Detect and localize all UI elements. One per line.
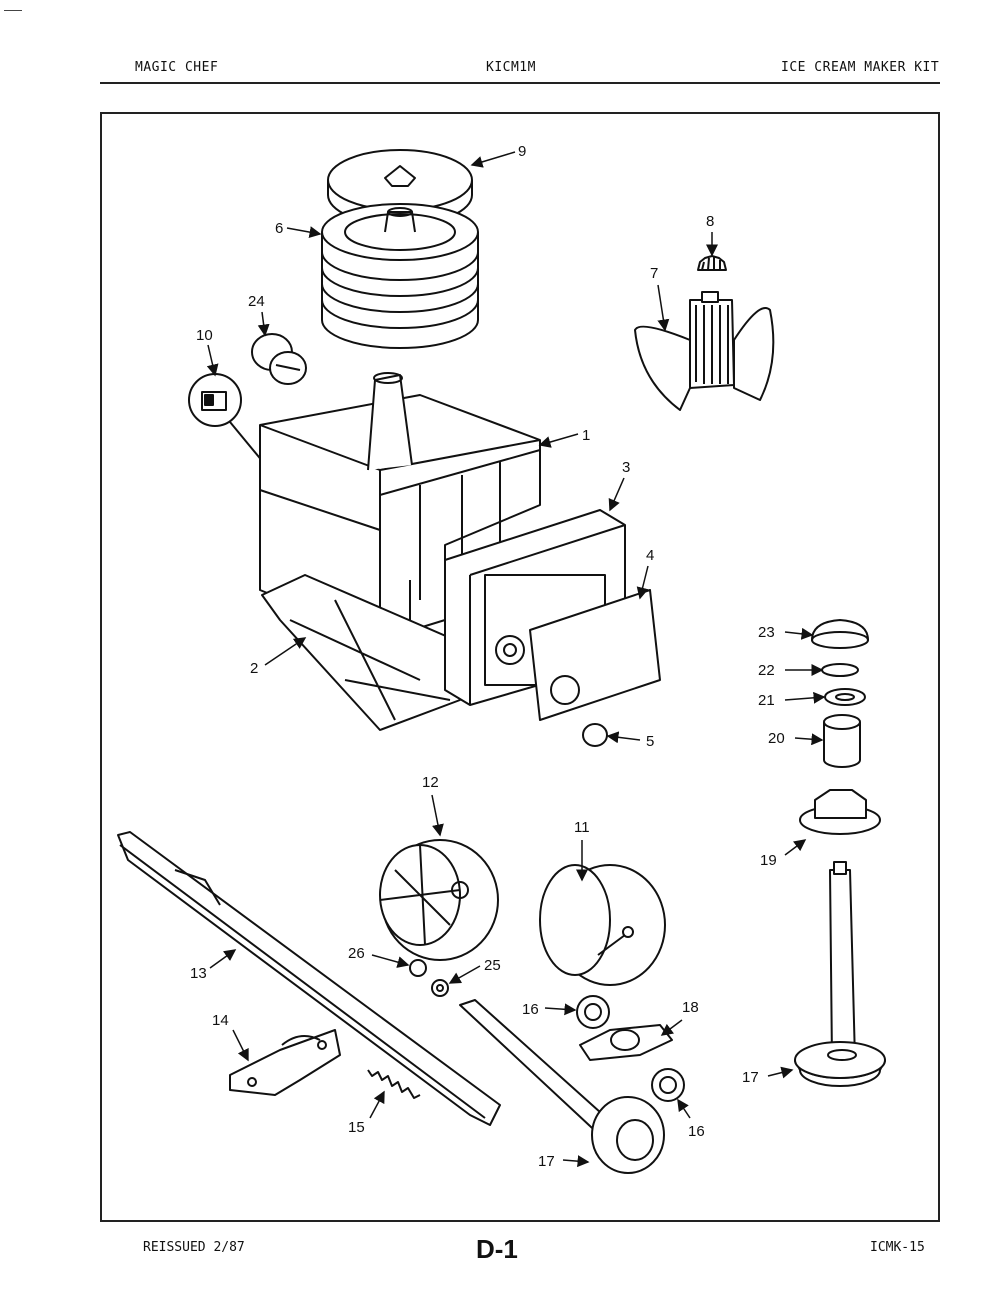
- header-brand: MAGIC CHEF: [135, 60, 219, 75]
- callout-22: 22: [758, 662, 775, 679]
- callout-15: 15: [348, 1119, 365, 1136]
- callout-24: 24: [248, 293, 265, 310]
- callout-12: 12: [422, 774, 439, 791]
- callout-8: 8: [706, 213, 714, 230]
- callout-5: 5: [646, 733, 654, 750]
- callout-7: 7: [650, 265, 658, 282]
- nut-part-19: [799, 789, 881, 835]
- callout-19: 19: [760, 852, 777, 869]
- callout-2: 2: [250, 660, 258, 677]
- callout-17-bottom: 17: [538, 1153, 555, 1170]
- wheel-part-12: [379, 839, 499, 961]
- callout-1: 1: [582, 427, 590, 444]
- spring-clip-part-22: [821, 663, 859, 677]
- housing-part-1: [259, 372, 541, 641]
- header-title: ICE CREAM MAKER KIT: [781, 60, 940, 75]
- callout-leaders: [206, 151, 826, 1168]
- footer-reissued: REISSUED 2/87: [143, 1240, 245, 1255]
- footer-page-number: D-1: [476, 1234, 518, 1264]
- footer-code: ICMK-15: [870, 1240, 925, 1255]
- callout-23: 23: [758, 624, 775, 641]
- callout-9: 9: [518, 143, 526, 160]
- callout-3: 3: [622, 459, 630, 476]
- drive-shaft-part-17: [459, 999, 665, 1174]
- clamp-part-14: [229, 1029, 341, 1096]
- callout-11: 11: [574, 819, 590, 836]
- vertical-shaft-part-17: [794, 861, 886, 1087]
- corner-mark: [4, 10, 22, 11]
- callout-16-lower: 16: [688, 1123, 705, 1140]
- callout-numbers: 9 6 8 7 24 10 1 3 4 2 5 23 22 21 20 19 1…: [190, 143, 785, 1170]
- nut-part-26: [409, 959, 427, 977]
- callout-20: 20: [768, 730, 785, 747]
- switch-detail-part-10: [188, 373, 269, 469]
- bar-part-13: [117, 831, 501, 1126]
- callout-13: 13: [190, 965, 207, 982]
- gear-part-8: [697, 255, 727, 271]
- canister-part-6: [321, 203, 479, 349]
- callout-26: 26: [348, 945, 365, 962]
- plug-part-5: [582, 723, 608, 747]
- bracket-part-18: [579, 1024, 673, 1061]
- bushing-part-16: [576, 995, 685, 1102]
- cover-plate-part-4: [529, 589, 661, 721]
- washer-part-25: [431, 979, 449, 997]
- callout-4: 4: [646, 547, 654, 564]
- callout-14: 14: [212, 1012, 229, 1029]
- bearing-part-20: [823, 714, 861, 768]
- dasher-part-7: [634, 291, 775, 411]
- washer-part-21: [824, 688, 866, 706]
- callout-21: 21: [758, 692, 775, 709]
- callout-6: 6: [275, 220, 283, 237]
- callout-25: 25: [484, 957, 501, 974]
- cap-part-23: [811, 619, 869, 649]
- knob-part-24: [251, 333, 307, 385]
- callout-18: 18: [682, 999, 699, 1016]
- diagram-frame: [100, 112, 940, 1222]
- spring-part-15: [367, 1069, 421, 1099]
- callout-10: 10: [196, 327, 213, 344]
- callout-16: 16: [522, 1001, 539, 1018]
- callout-17-right: 17: [742, 1069, 759, 1086]
- header-model: KICM1M: [486, 60, 536, 75]
- header-rule: [100, 82, 940, 84]
- drum-part-11: [539, 864, 666, 986]
